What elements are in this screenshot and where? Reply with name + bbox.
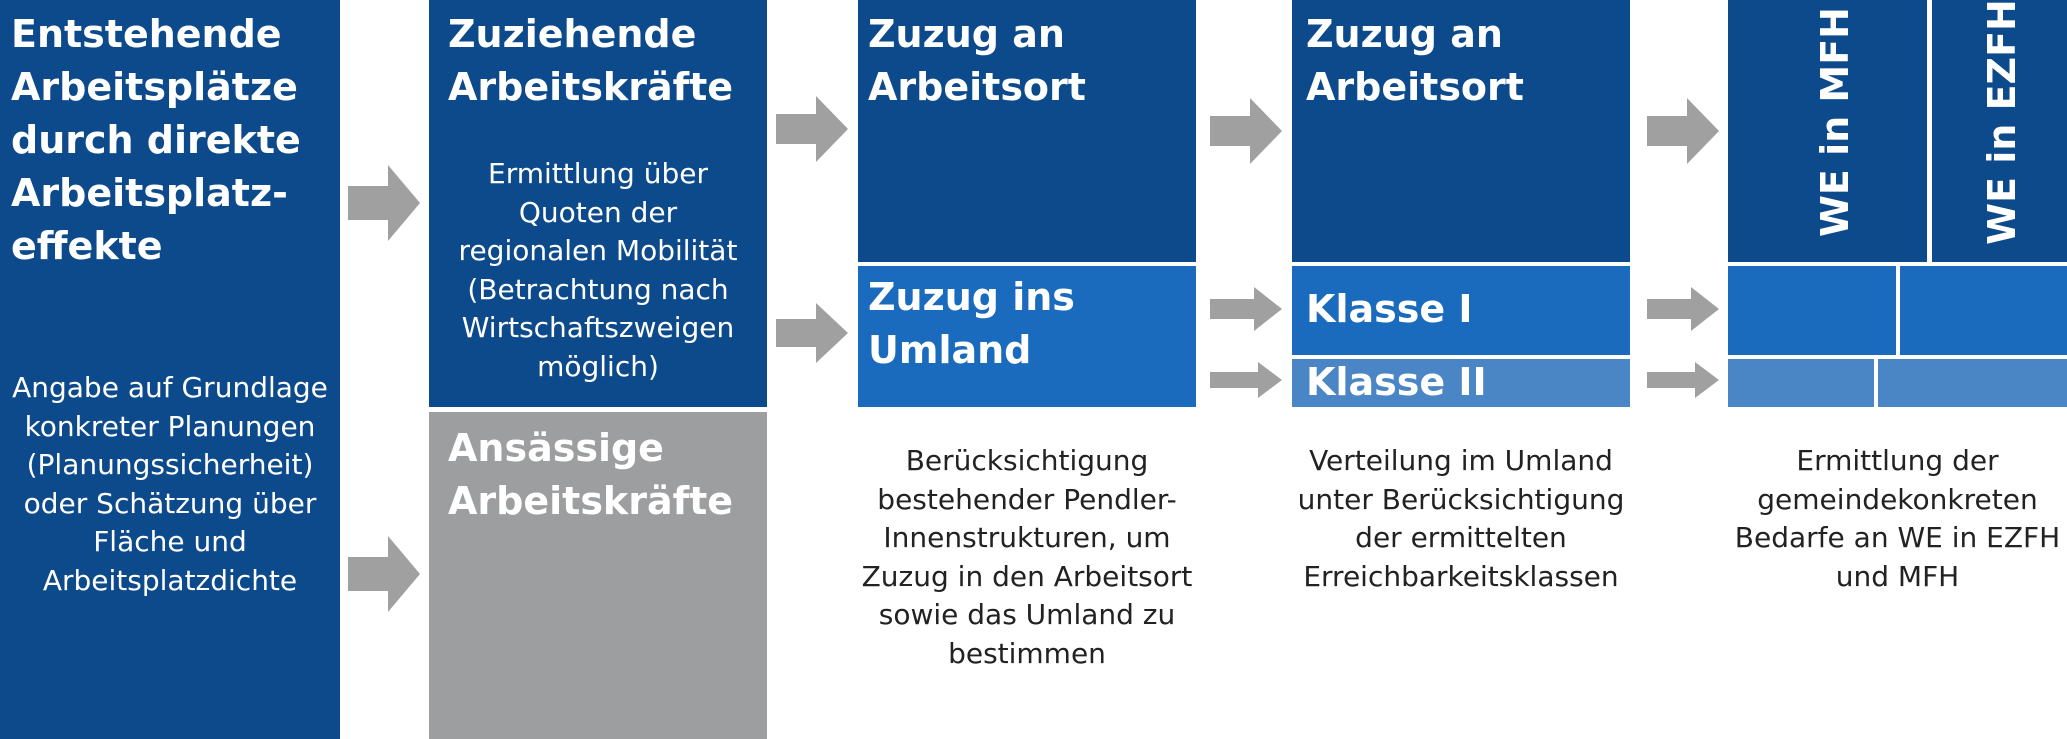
arrow-right-icon [1210,98,1282,164]
box-move-to-workplace: Zuzug an Arbeitsort [858,0,1196,262]
box-class-1-mfh [1728,266,1896,355]
box-move-to-workplace-title: Zuzug an Arbeitsort [868,12,1086,109]
box-class-2-title: Klasse II [1306,360,1487,404]
box-we-mfh: WE in MFH [1728,0,1927,262]
box-incoming-workers: Zuziehende Arbeitskräfte Ermittlung über… [429,0,767,407]
box-class-2-mfh [1728,359,1874,407]
arrow-right-icon [1647,362,1719,398]
box-class-1-title: Klasse I [1306,287,1473,331]
box-class-2: Klasse II [1292,359,1630,407]
col4-description: Verteilung im Umland unter Berücksichtig… [1297,444,1625,593]
col5-description: Ermittlung der gemeindekonkreten Bedarfe… [1734,444,2061,593]
box-move-to-workplace-2-title: Zuzug an Arbeitsort [1306,12,1524,109]
box-we-mfh-label: WE in MFH [1813,7,1857,237]
box-we-ezfh: WE in EZFH [1932,0,2067,262]
arrow-right-icon [776,96,848,162]
arrow-right-icon [1210,362,1282,398]
arrow-right-icon [1647,287,1719,331]
arrow-right-icon [1210,287,1282,331]
arrow-right-icon [348,536,420,612]
box-incoming-workers-title: Zuziehende Arbeitskräfte [448,12,734,109]
box-incoming-workers-body: Ermittlung über Quoten der regionalen Mo… [458,157,738,383]
box-class-1-ezfh [1900,266,2067,355]
arrow-right-icon [348,165,420,241]
box-new-jobs: Entstehende Arbeitsplätze durch direkte … [0,0,340,739]
box-resident-workers-title: Ansässige Arbeitskräfte [448,426,734,523]
box-move-to-surroundings: Zuzug ins Umland [858,266,1196,407]
box-class-1: Klasse I [1292,266,1630,355]
col3-description: Berücksichtigung bestehender Pendler- In… [861,444,1193,670]
box-move-to-workplace-2: Zuzug an Arbeitsort [1292,0,1630,262]
box-we-ezfh-label: WE in EZFH [1980,0,2024,245]
box-move-to-surroundings-title: Zuzug ins Umland [868,275,1075,372]
box-new-jobs-body: Angabe auf Grundlage konkreter Planungen… [12,371,328,597]
box-class-2-ezfh [1878,359,2067,407]
box-new-jobs-title: Entstehende Arbeitsplätze durch direkte … [11,12,301,268]
box-resident-workers: Ansässige Arbeitskräfte [429,412,767,739]
arrow-right-icon [776,303,848,363]
arrow-right-icon [1647,98,1719,164]
